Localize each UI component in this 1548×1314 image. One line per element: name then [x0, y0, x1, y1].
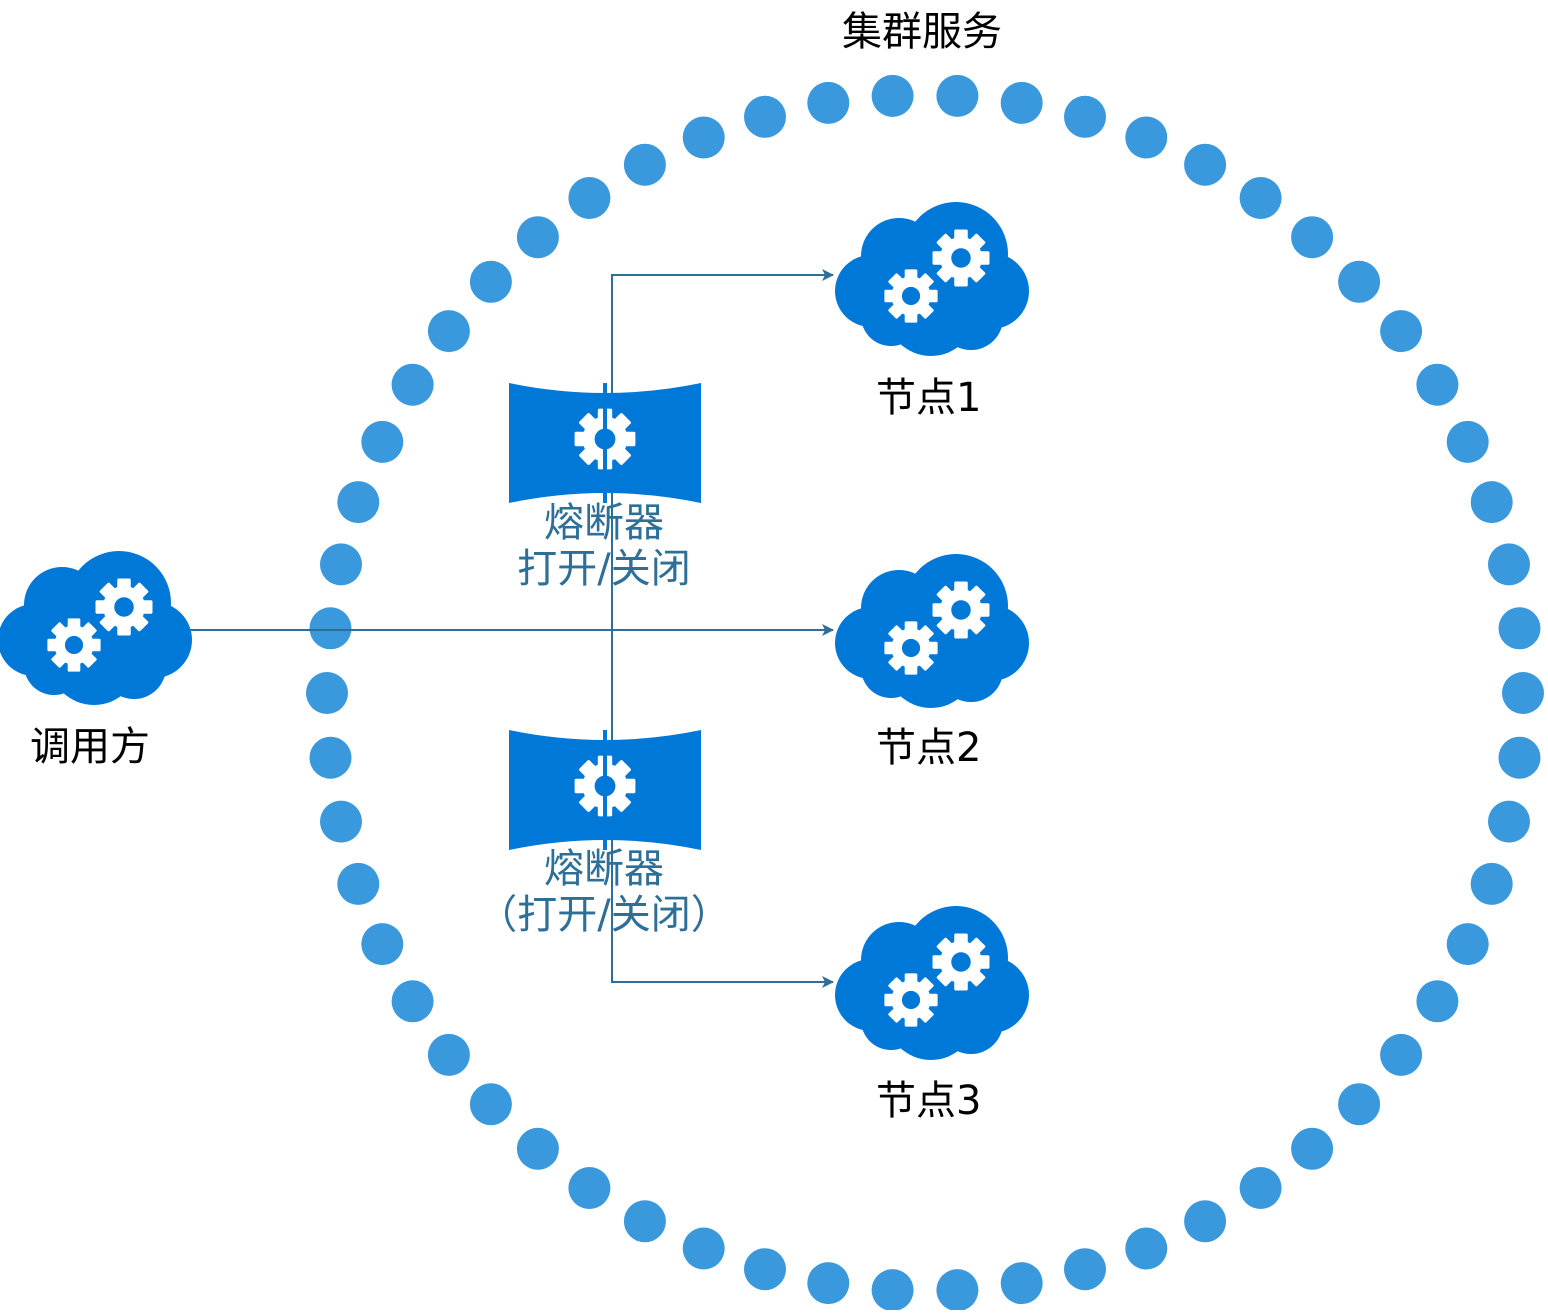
boundary-dot — [516, 216, 559, 259]
boundary-dot — [320, 800, 362, 843]
boundary-dot — [1416, 363, 1459, 406]
boundary-dot — [320, 543, 362, 586]
node3-cloud-gears-icon — [835, 906, 1029, 1060]
boundary-dot — [871, 1269, 914, 1312]
boundary-dot — [1470, 481, 1513, 524]
node2-cloud-gears-icon — [835, 554, 1029, 708]
boundary-dot — [1446, 923, 1489, 966]
boundary-dot — [1000, 1262, 1043, 1305]
boundary-dot — [744, 1248, 786, 1291]
node3-label: 节点3 — [876, 1078, 982, 1124]
boundary-dot — [1498, 607, 1541, 650]
boundary-dot — [361, 923, 404, 966]
boundary-dot — [682, 1227, 725, 1270]
boundary-dot — [1488, 543, 1530, 586]
breaker1-label: 熔断器 打开/关闭 — [444, 500, 764, 592]
cluster-boundary-dots — [306, 74, 1544, 1312]
boundary-dot — [871, 74, 914, 117]
boundary-dot — [1416, 980, 1459, 1023]
node2-label: 节点2 — [876, 725, 982, 771]
circuit-breaker-icon — [509, 730, 701, 850]
boundary-dot — [1000, 81, 1043, 124]
boundary-dot — [568, 177, 611, 219]
boundary-dot — [309, 607, 352, 650]
boundary-dot — [1498, 736, 1541, 779]
boundary-dot — [623, 143, 666, 186]
boundary-dot — [1291, 216, 1334, 259]
arrow-to-node1 — [611, 269, 834, 630]
boundary-dot — [1064, 95, 1106, 138]
boundary-dot — [682, 116, 725, 159]
boundary-dot — [1380, 310, 1423, 353]
boundary-dot — [1184, 1200, 1227, 1243]
boundary-dot — [807, 81, 850, 124]
boundary-dot — [306, 672, 348, 714]
boundary-dot — [427, 310, 470, 353]
circuit-breaker-icon — [509, 383, 701, 503]
boundary-dot — [1446, 420, 1489, 463]
caller-label: 调用方 — [30, 724, 150, 770]
boundary-dot — [309, 736, 352, 779]
boundary-dot — [337, 481, 380, 524]
boundary-dot — [1338, 1083, 1381, 1126]
boundary-dot — [1488, 800, 1530, 843]
node1-label: 节点1 — [876, 375, 982, 421]
boundary-dot — [936, 1269, 979, 1312]
boundary-dot — [1338, 260, 1381, 303]
boundary-dot — [1291, 1127, 1334, 1170]
boundary-dot — [1239, 1167, 1282, 1209]
boundary-dot — [516, 1127, 559, 1170]
boundary-dot — [1125, 1227, 1168, 1270]
boundary-dot — [1239, 177, 1282, 219]
boundary-dot — [1470, 862, 1513, 905]
boundary-dot — [1502, 672, 1544, 714]
caller-cloud-gears-icon — [0, 551, 192, 705]
boundary-dot — [361, 420, 404, 463]
boundary-dot — [469, 1083, 512, 1126]
boundary-dot — [623, 1200, 666, 1243]
boundary-dot — [391, 980, 434, 1023]
boundary-dot — [1125, 116, 1168, 159]
boundary-dot — [744, 95, 786, 138]
cluster-label: 集群服务 — [842, 9, 1002, 55]
boundary-dot — [427, 1033, 470, 1076]
breaker2-state: （打开/关闭） — [477, 892, 731, 938]
breaker2-title: 熔断器 — [544, 846, 664, 892]
breaker1-title: 熔断器 — [544, 500, 664, 546]
breaker2-label: 熔断器 （打开/关闭） — [444, 846, 764, 938]
breaker1-state: 打开/关闭 — [517, 546, 691, 592]
boundary-dot — [391, 363, 434, 406]
boundary-dot — [1064, 1248, 1106, 1291]
boundary-dot — [337, 862, 380, 905]
boundary-dot — [469, 260, 512, 303]
boundary-dot — [1184, 143, 1227, 186]
boundary-dot — [1380, 1033, 1423, 1076]
boundary-dot — [807, 1262, 850, 1305]
node1-cloud-gears-icon — [835, 202, 1029, 356]
boundary-dot — [568, 1167, 611, 1209]
boundary-dot — [936, 74, 979, 117]
